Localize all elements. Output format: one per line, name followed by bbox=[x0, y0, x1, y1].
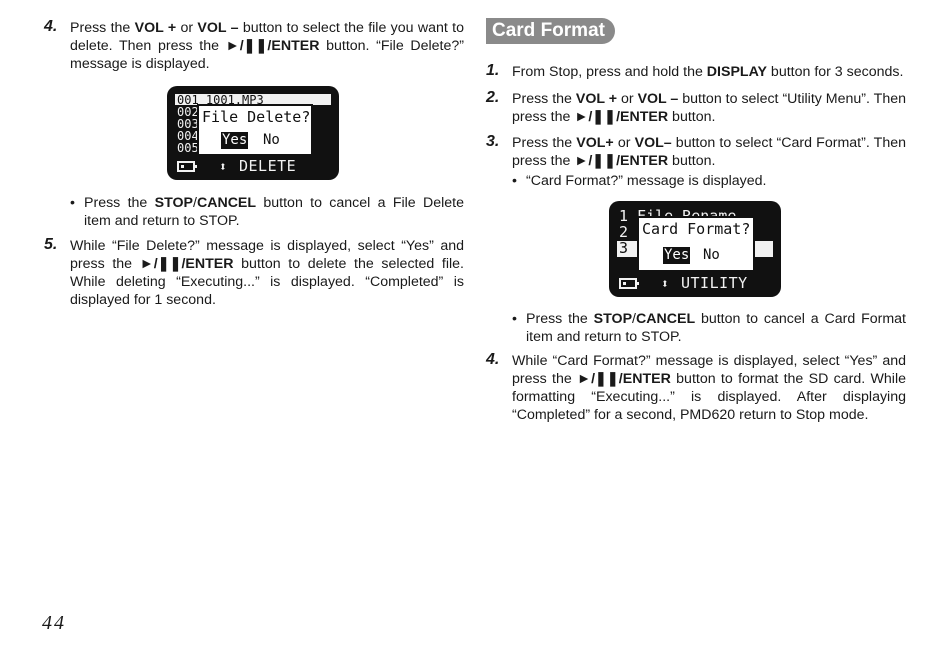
lcd-mode-label: DELETE bbox=[239, 157, 297, 175]
step-number: 5. bbox=[44, 236, 58, 253]
no-option: No bbox=[263, 132, 280, 148]
cancel-note: • Press the STOP/CANCEL button to cancel… bbox=[512, 311, 907, 345]
step-text: Press the VOL + or VOL – button to selec… bbox=[512, 91, 906, 125]
lcd-card-format: 1 File Rename 2 I 3 C Card Format? Yes N… bbox=[609, 201, 781, 297]
battery-icon bbox=[619, 278, 639, 289]
lcd-line: 005 bbox=[177, 141, 199, 155]
lcd-line: 002 bbox=[177, 105, 199, 119]
page-number: 44 bbox=[42, 612, 66, 634]
step-text: While “Card Format?” message is displaye… bbox=[512, 353, 906, 423]
step-text: While “File Delete?” message is displaye… bbox=[70, 238, 464, 308]
lcd-highlight-bar bbox=[175, 94, 331, 105]
step-text: Press the VOL+ or VOL– button to select … bbox=[512, 135, 906, 169]
step-number: 4. bbox=[44, 18, 58, 35]
step-number: 1. bbox=[486, 62, 500, 79]
lcd-line: 003 bbox=[177, 117, 199, 131]
no-option: No bbox=[703, 247, 720, 263]
lcd-line: 004 bbox=[177, 129, 199, 143]
battery-icon bbox=[177, 161, 197, 172]
step-text: Press the VOL + or VOL – button to selec… bbox=[70, 20, 464, 72]
dialog-title: File Delete? bbox=[202, 108, 311, 126]
card-format-dialog: Card Format? Yes No bbox=[637, 216, 755, 272]
cancel-note: • Press the STOP/CANCEL button to cancel… bbox=[70, 195, 465, 229]
section-title: Card Format bbox=[486, 18, 615, 44]
dialog-title: Card Format? bbox=[642, 220, 751, 238]
step-number: 4. bbox=[486, 351, 500, 368]
format-message-note: • “Card Format?” message is displayed. bbox=[512, 173, 767, 189]
file-delete-dialog: File Delete? Yes No bbox=[197, 104, 313, 156]
lcd-file-delete: 001 1001.MP3 002 003 004 005 File Delete… bbox=[167, 86, 339, 180]
lcd-mode-label: UTILITY bbox=[681, 274, 748, 292]
up-down-arrows-icon: ⬍ bbox=[661, 277, 669, 292]
step-number: 3. bbox=[486, 133, 500, 150]
yes-option: Yes bbox=[663, 247, 691, 264]
up-down-arrows-icon: ⬍ bbox=[219, 160, 227, 175]
step-number: 2. bbox=[486, 89, 500, 106]
step-text: From Stop, press and hold the DISPLAY bu… bbox=[512, 64, 904, 80]
lcd-line: 001 1001.MP3 bbox=[177, 93, 264, 107]
yes-option: Yes bbox=[221, 132, 249, 149]
